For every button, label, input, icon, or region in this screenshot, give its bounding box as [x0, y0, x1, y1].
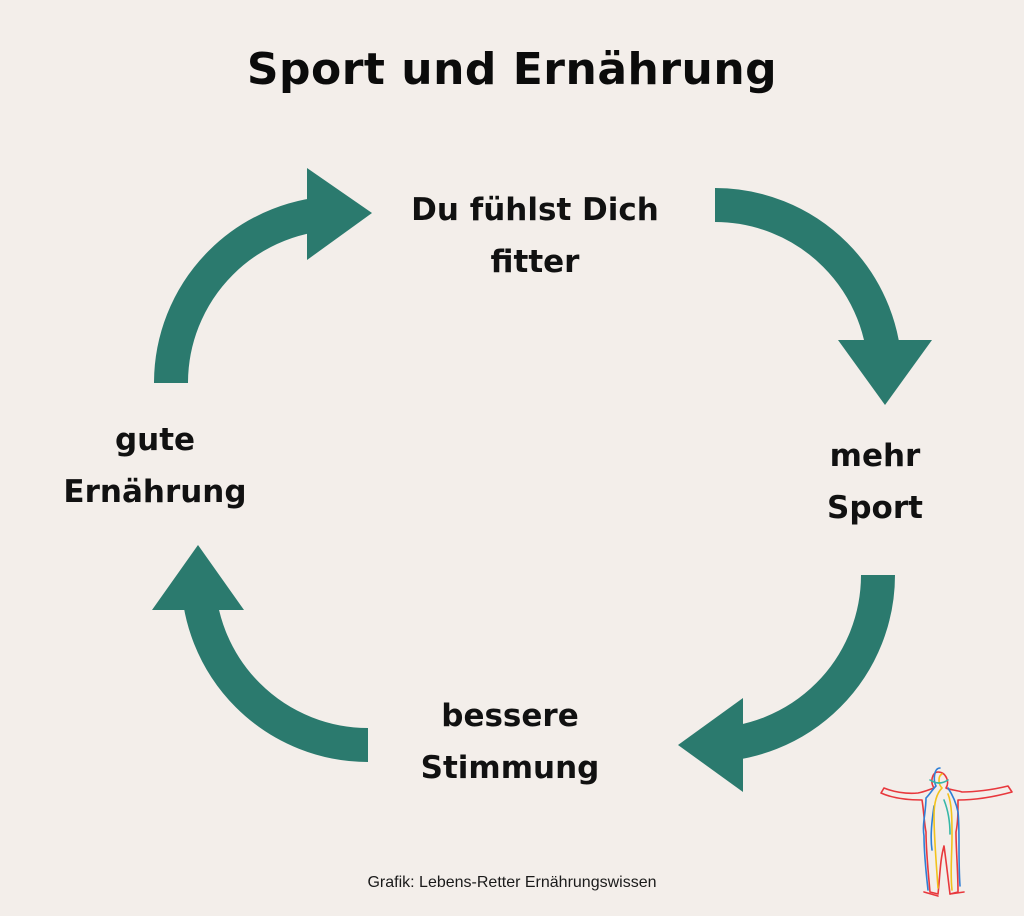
arrow-bottom-right	[678, 574, 895, 792]
arrow-bottom-left	[152, 545, 369, 762]
node-feel-fitter-line2: fitter	[490, 244, 580, 280]
node-feel-fitter-line1: Du fühlst Dich	[411, 192, 659, 228]
image-credit: Grafik: Lebens-Retter Ernährungswissen	[367, 874, 657, 891]
node-better-mood: bessere Stimmung	[380, 690, 640, 794]
arrow-top-right	[714, 188, 932, 405]
node-better-mood-line1: bessere	[441, 698, 579, 734]
node-good-nutrition-line1: gute	[114, 422, 196, 458]
node-more-sport-line1: mehr	[829, 438, 921, 474]
node-good-nutrition: gute Ernährung	[40, 414, 270, 518]
arrow-top-left	[154, 168, 372, 384]
node-more-sport-line2: Sport	[827, 490, 923, 526]
node-more-sport: mehr Sport	[770, 430, 980, 534]
node-good-nutrition-line2: Ernährung	[63, 474, 247, 510]
node-feel-fitter: Du fühlst Dich fitter	[380, 184, 690, 288]
outstretched-arms-figure-icon	[880, 767, 1013, 897]
diagram-title: Sport und Ernährung	[246, 44, 778, 95]
node-better-mood-line2: Stimmung	[420, 750, 600, 786]
